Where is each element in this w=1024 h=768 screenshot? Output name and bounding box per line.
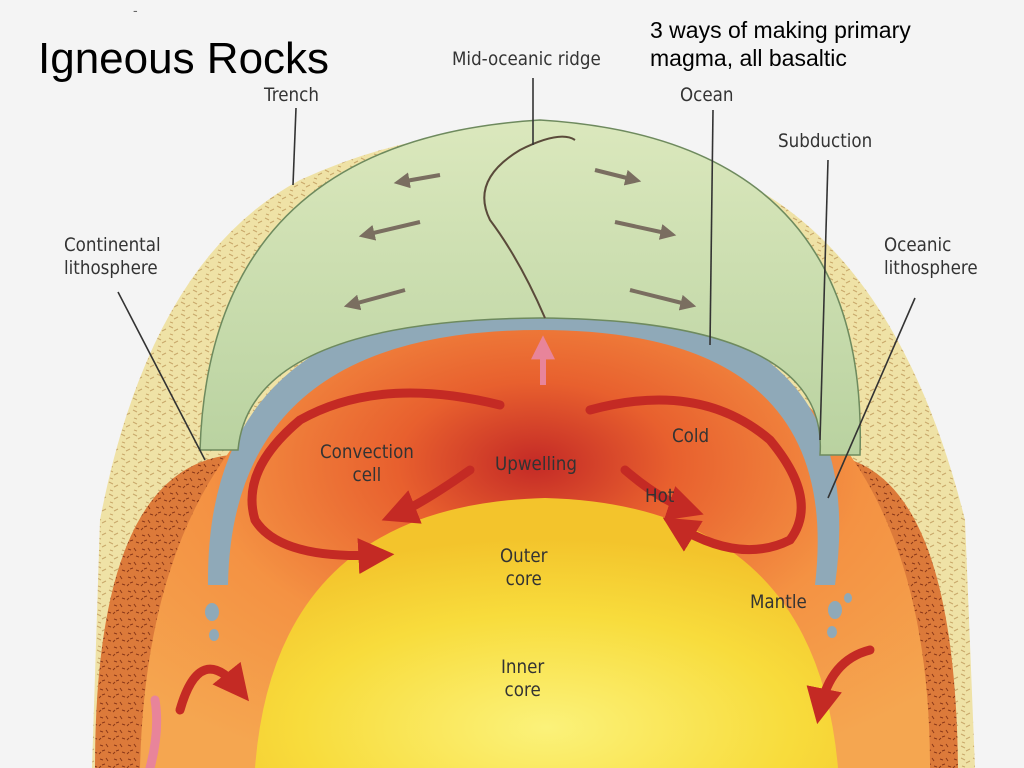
label-cold: Cold [672,425,710,447]
label-mid-oceanic-ridge: Mid-oceanic ridge [452,48,601,70]
label-convection-cell: Convection cell [320,441,414,486]
slide-subtitle: 3 ways of making primary magma, all basa… [650,17,911,71]
small-mark: - [133,2,138,18]
slide-title: Igneous Rocks [38,34,330,83]
ridge-crack [483,135,576,319]
label-ocean: Ocean [680,84,734,106]
label-subduction: Subduction [778,130,873,152]
label-outer-core: Outer core [500,545,548,590]
label-oceanic-lithosphere: Oceanic lithosphere [884,234,978,279]
slab-fragments [205,593,852,641]
spreading-arrows [343,168,697,311]
label-upwelling: Upwelling [495,453,577,475]
label-trench: Trench [264,84,319,106]
label-hot: Hot [645,485,675,507]
leader-lines [117,78,916,499]
outer-core [255,498,838,768]
label-mantle: Mantle [750,591,807,613]
label-inner-core: Inner core [501,656,545,701]
convection-arrows [145,388,875,768]
label-continental-lithosphere: Continental lithosphere [64,234,161,279]
